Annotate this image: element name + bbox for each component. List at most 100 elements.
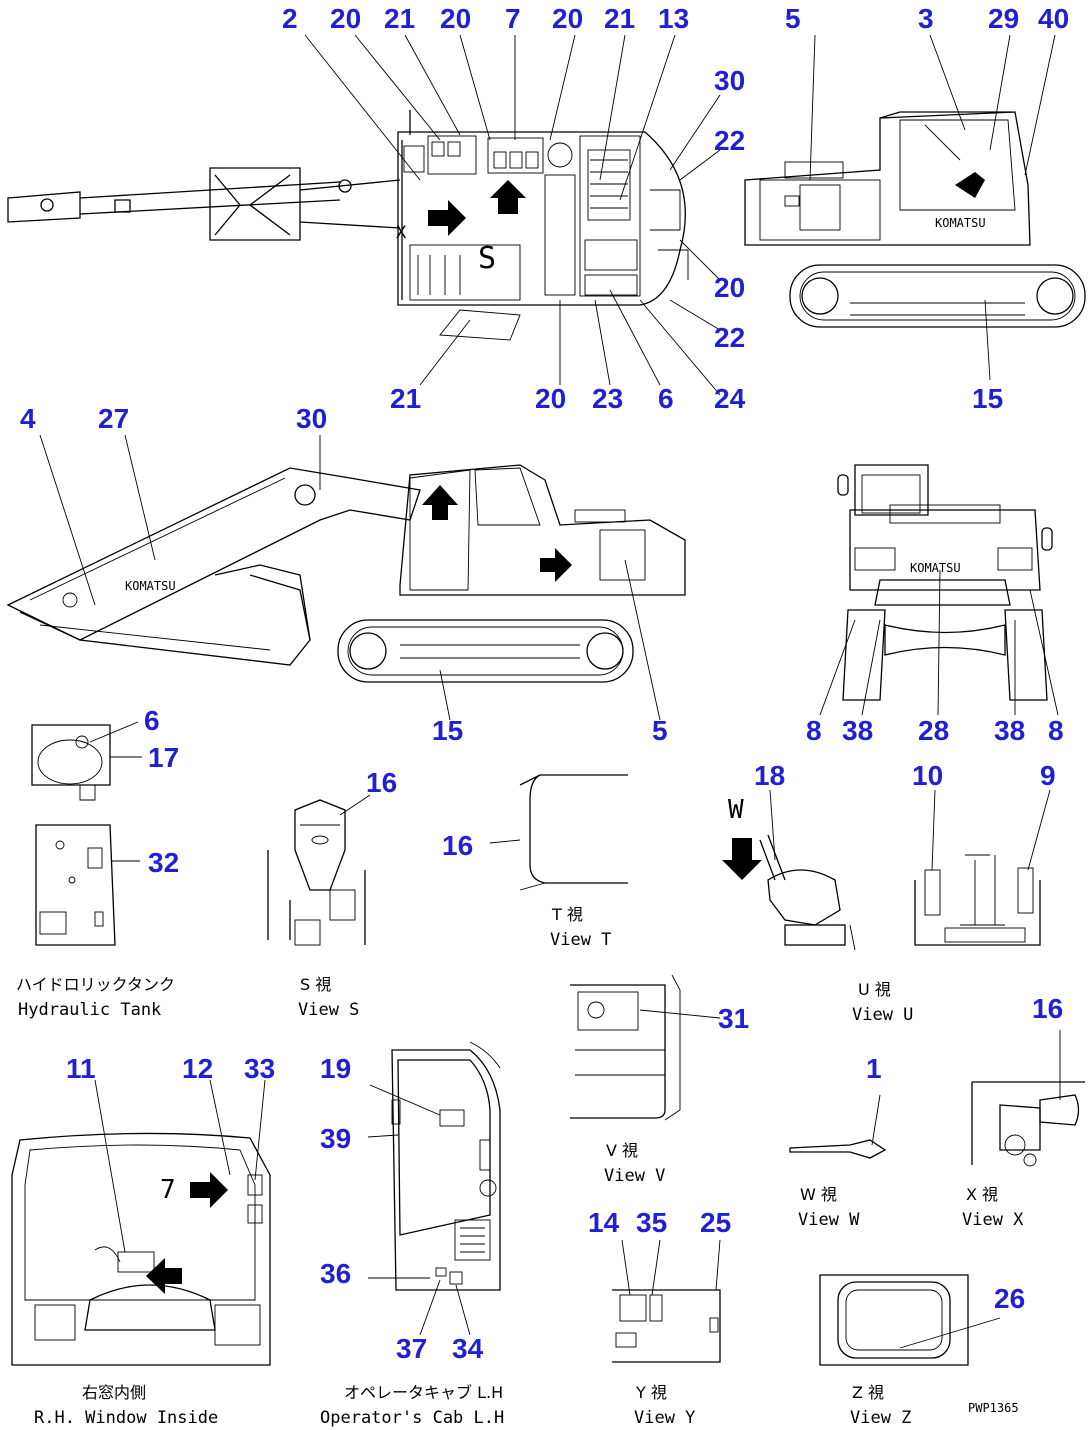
callout-view-u-1: 18 <box>754 760 785 791</box>
callout-top-3: 21 <box>384 3 415 34</box>
callout-rear-2: 38 <box>842 715 873 746</box>
callout-right-3: 29 <box>988 3 1019 34</box>
callout-cab-5: 34 <box>452 1333 484 1364</box>
callout-top-17: 21 <box>390 383 421 414</box>
hydraulic-tank-callouts: 6 17 32 <box>144 705 179 878</box>
caption-view-x-en: View X <box>962 1210 1024 1230</box>
caption-view-z-jp: Z 視 <box>852 1383 884 1402</box>
callout-top-9: 30 <box>714 65 745 96</box>
callout-top-13: 24 <box>714 383 746 414</box>
callout-view-t: 16 <box>442 830 473 861</box>
view-letter-w: W <box>728 795 744 825</box>
callout-rear-1: 8 <box>806 715 822 746</box>
callout-view-y-1: 14 <box>588 1207 620 1238</box>
callout-top-12: 22 <box>714 322 745 353</box>
callout-hyd-1: 6 <box>144 705 160 736</box>
callout-left-5: 5 <box>652 715 668 746</box>
logo-right-side: KOMATSU <box>935 216 986 230</box>
caption-cab-jp: オペレータキャブ L.H <box>344 1383 503 1402</box>
callout-top-11: 20 <box>714 272 745 303</box>
caption-hydraulic-tank-en: Hydraulic Tank <box>18 1000 161 1020</box>
right-side-callouts: 5 3 29 40 15 <box>785 3 1069 414</box>
caption-view-v-jp: V 視 <box>606 1141 638 1160</box>
caption-rh-window-en: R.H. Window Inside <box>34 1408 218 1428</box>
callout-top-4: 20 <box>440 3 471 34</box>
caption-view-s-en: View S <box>298 1000 359 1020</box>
top-view-drawing: X S <box>7 34 721 396</box>
callout-cab-3: 36 <box>320 1258 351 1289</box>
view-y-drawing <box>612 1239 721 1363</box>
callout-left-2: 27 <box>98 403 129 434</box>
callout-view-s: 16 <box>366 767 397 798</box>
right-side-view-drawing: KOMATSU <box>744 34 1086 381</box>
callout-view-x: 16 <box>1032 993 1063 1024</box>
callout-top-10: 22 <box>714 125 745 156</box>
diagram-reference-code: PWP1365 <box>968 1401 1019 1415</box>
view-w-drawing <box>789 1094 887 1159</box>
top-view-callouts: 2 20 21 20 7 20 21 13 30 22 20 22 24 6 2… <box>282 3 746 414</box>
callout-view-y-3: 25 <box>700 1207 731 1238</box>
callout-view-w: 1 <box>866 1053 882 1084</box>
caption-view-t-jp: T 視 <box>551 905 583 924</box>
caption-view-s-jp: S 視 <box>300 975 331 994</box>
caption-view-w-jp: W 視 <box>800 1185 837 1204</box>
callout-rh-window-3: 33 <box>244 1053 275 1084</box>
callout-top-16: 20 <box>535 383 566 414</box>
view-letter-x: X <box>396 223 407 243</box>
view-v-drawing <box>570 974 721 1121</box>
callout-top-1: 2 <box>282 3 298 34</box>
caption-view-u-jp: U 視 <box>858 980 891 999</box>
view-u-drawing: W <box>722 789 1051 951</box>
callout-rh-window-2: 12 <box>182 1053 213 1084</box>
view-letter-seven: 7 <box>160 1175 176 1205</box>
left-side-callouts: 4 27 30 15 5 <box>20 403 668 746</box>
callout-right-1: 5 <box>785 3 801 34</box>
caption-view-v-en: View V <box>604 1166 665 1186</box>
callout-top-8: 13 <box>658 3 689 34</box>
callout-rear-4: 38 <box>994 715 1025 746</box>
left-side-view-drawing: KOMATSU <box>6 434 686 721</box>
callout-hyd-2: 17 <box>148 742 179 773</box>
callout-top-2: 20 <box>330 3 361 34</box>
callout-hyd-3: 32 <box>148 847 179 878</box>
callout-right-2: 3 <box>918 3 934 34</box>
caption-cab-en: Operator's Cab L.H <box>320 1408 504 1428</box>
view-x-drawing <box>971 1030 1085 1167</box>
caption-view-y-jp: Y 視 <box>635 1383 667 1402</box>
callout-top-5: 7 <box>505 3 521 34</box>
view-z-drawing <box>819 1274 1001 1366</box>
callout-view-u-3: 9 <box>1040 760 1056 791</box>
callout-left-1: 4 <box>20 403 36 434</box>
logo-rear: KOMATSU <box>910 561 961 575</box>
caption-view-u-en: View U <box>852 1005 913 1025</box>
callout-top-15: 23 <box>592 383 623 414</box>
caption-view-y-en: View Y <box>634 1408 695 1428</box>
view-t-drawing <box>489 774 628 891</box>
callout-top-7: 21 <box>604 3 635 34</box>
callout-right-5: 15 <box>972 383 1003 414</box>
view-s-drawing <box>267 794 371 946</box>
callout-left-3: 30 <box>296 403 327 434</box>
rh-window-drawing: 7 <box>11 1079 271 1366</box>
view-letter-s: S <box>478 241 496 276</box>
caption-view-w-en: View W <box>798 1210 860 1230</box>
callout-left-4: 15 <box>432 715 463 746</box>
callout-cab-2: 39 <box>320 1123 351 1154</box>
caption-view-t-en: View T <box>550 930 611 950</box>
callout-rear-3: 28 <box>918 715 949 746</box>
caption-rh-window-jp: 右窓内側 <box>82 1383 146 1402</box>
hydraulic-tank-drawing <box>31 721 142 946</box>
callout-right-4: 40 <box>1038 3 1069 34</box>
rear-callouts: 8 38 28 38 8 <box>806 715 1064 746</box>
caption-view-z-en: View Z <box>850 1408 911 1428</box>
callout-rh-window-1: 11 <box>66 1053 96 1084</box>
operator-cab-drawing <box>367 1041 501 1336</box>
callout-rear-5: 8 <box>1048 715 1064 746</box>
callout-view-y-2: 35 <box>636 1207 667 1238</box>
callout-view-v: 31 <box>718 1003 749 1034</box>
caption-view-x-jp: X 視 <box>966 1185 998 1204</box>
callout-cab-1: 19 <box>320 1053 351 1084</box>
callout-top-6: 20 <box>552 3 583 34</box>
callout-cab-4: 37 <box>396 1333 427 1364</box>
